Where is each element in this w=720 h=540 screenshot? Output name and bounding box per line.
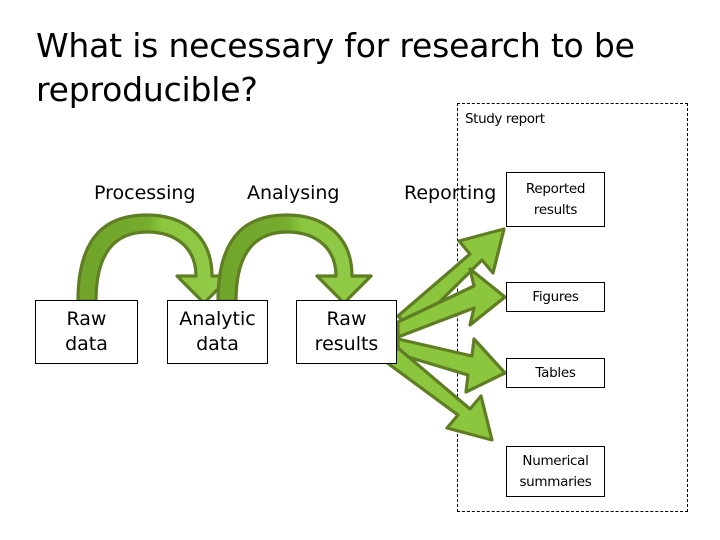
stage-label-reporting: Reporting <box>404 182 497 204</box>
study-report-label: Study report <box>465 111 545 127</box>
node-raw-data: Raw data <box>35 300 138 364</box>
node-raw-results: Raw results <box>296 300 397 364</box>
stage-label-processing: Processing <box>94 182 196 204</box>
node-reported-results: Reported results <box>506 172 605 227</box>
node-analytic-data: Analytic data <box>167 300 268 364</box>
node-tables: Tables <box>506 358 605 388</box>
node-figures: Figures <box>506 282 605 312</box>
stage-label-analysing: Analysing <box>247 182 340 204</box>
page-title: What is necessary for research to be rep… <box>36 26 635 109</box>
node-numerical-summaries: Numerical summaries <box>506 446 605 497</box>
arrow-analysing <box>216 213 373 305</box>
arrow-processing <box>76 213 233 305</box>
